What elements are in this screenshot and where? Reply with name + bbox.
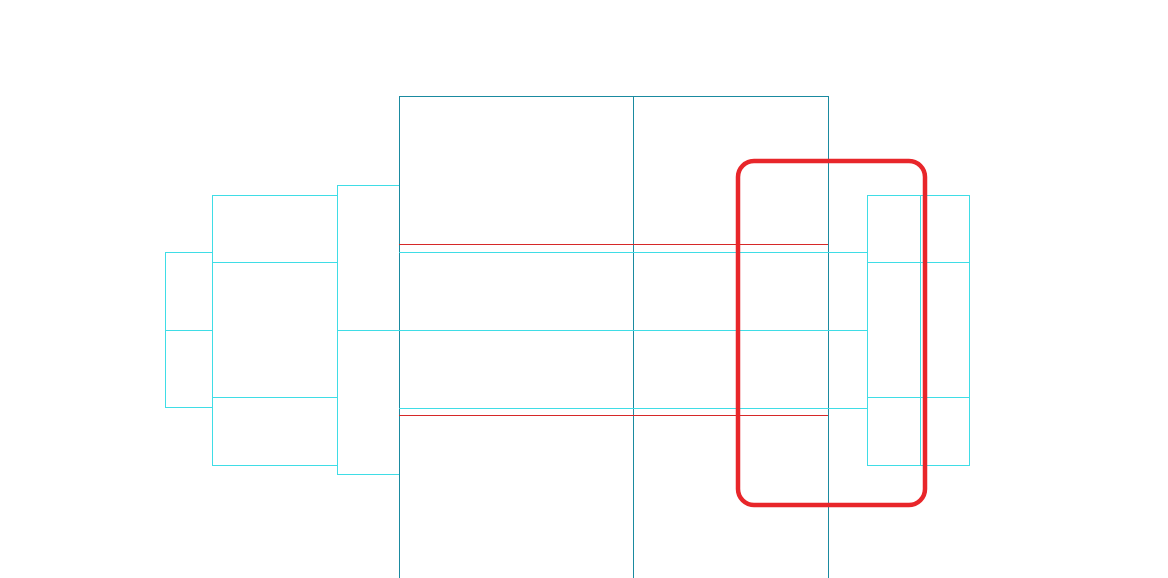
right-hex-block [867,195,970,466]
highlight-box [735,158,928,508]
central-body [399,96,829,578]
red-reference-lines [399,244,828,416]
left-hex-block [212,195,338,466]
shaft-lines [337,252,867,409]
right-assembly [867,195,970,466]
